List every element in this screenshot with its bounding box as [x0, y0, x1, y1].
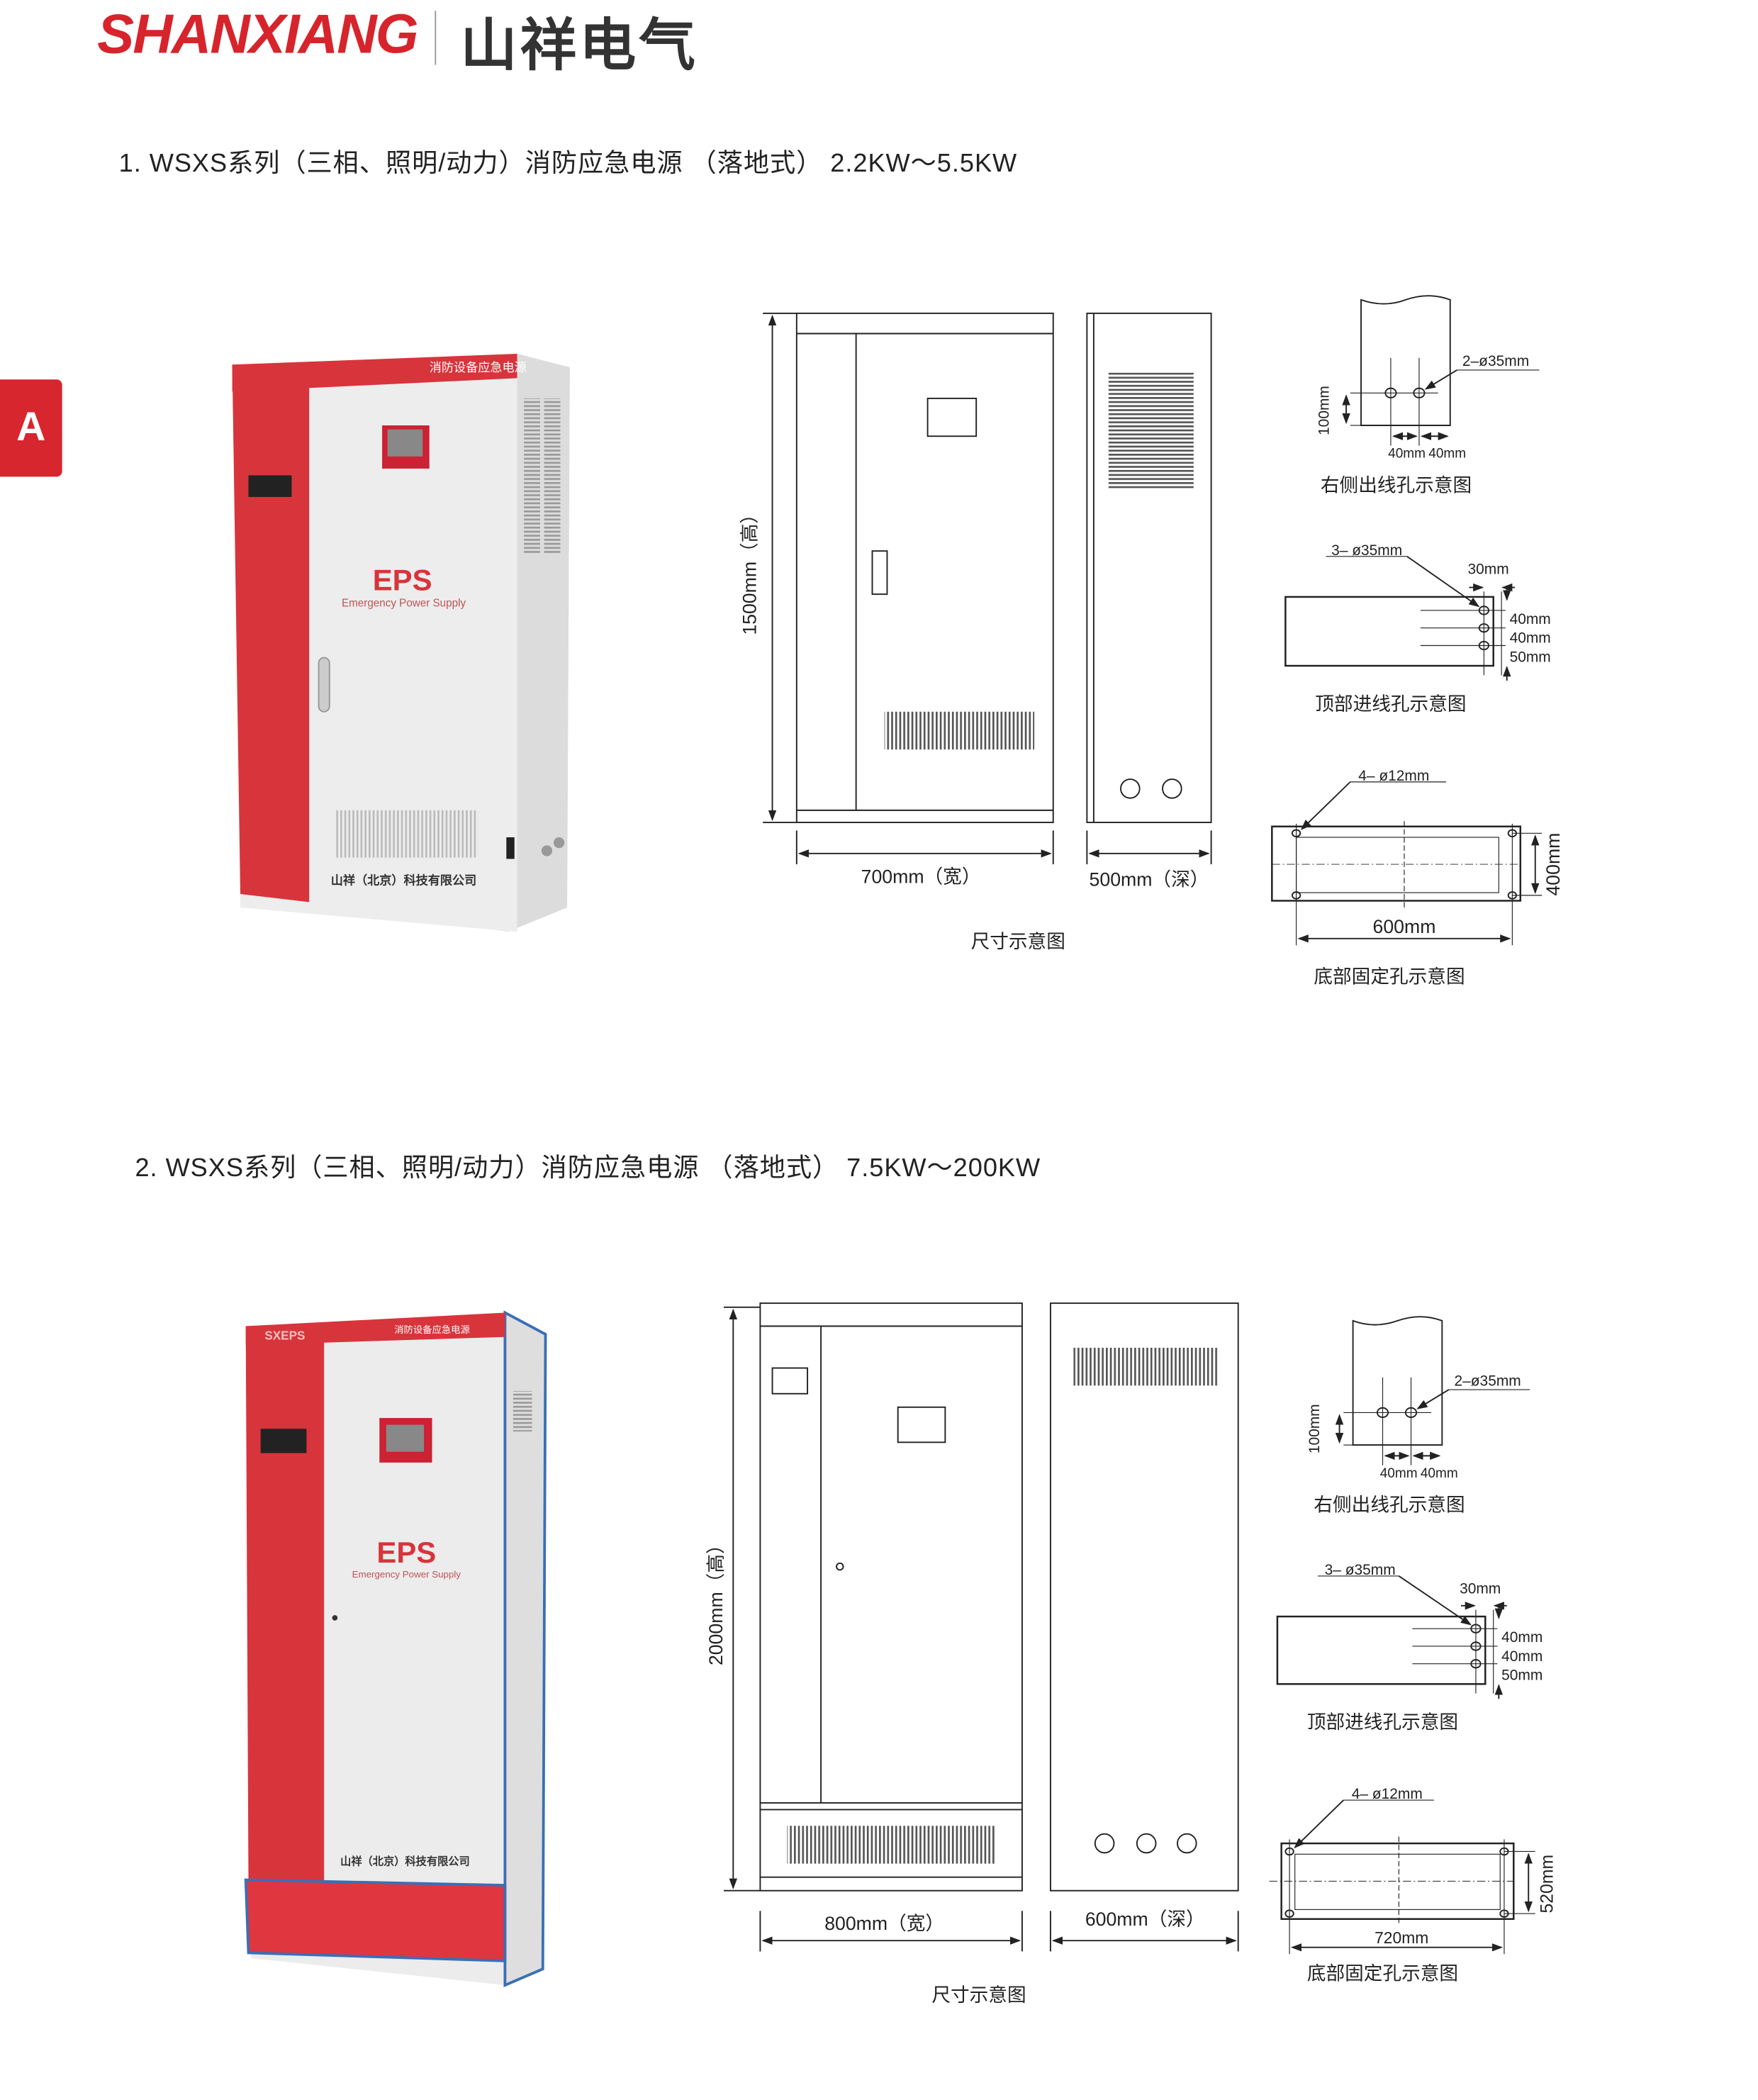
- brand-logo-cn: 山祥电气: [460, 13, 698, 77]
- side-outlet-2-spacing-1: 40mm: [1380, 1466, 1418, 1481]
- dimension-drawing-2: [723, 1302, 1239, 1952]
- brand-logo-en: SHANXIANG: [97, 2, 418, 65]
- base-diagram-2: [1269, 1799, 1535, 1955]
- dimension-drawing-1: [763, 312, 1212, 865]
- logo-divider: [435, 11, 437, 65]
- base-2-holes: 4– ø12mm: [1352, 1786, 1423, 1802]
- base-1-width: 600mm: [1373, 916, 1436, 937]
- side-outlet-2-holes: 2–ø35mm: [1454, 1373, 1521, 1389]
- side-outlet-diagram-1: [1342, 295, 1540, 446]
- dim-2-depth: 600mm（深）: [1085, 1909, 1205, 1930]
- dim-1-height: 1500mm（高）: [739, 505, 761, 635]
- top-inlet-diagram-2: [1276, 1575, 1507, 1699]
- dim-1-width: 700mm（宽）: [861, 866, 981, 888]
- cabinet-2-company: 山祥（北京）科技有限公司: [340, 1855, 470, 1868]
- top-inlet-1-s3: 50mm: [1510, 649, 1551, 665]
- top-inlet-1-caption: 顶部进线孔示意图: [1315, 693, 1466, 715]
- dim-2-height: 2000mm（高）: [705, 1535, 727, 1665]
- top-inlet-1-edge: 30mm: [1468, 562, 1509, 578]
- section-tab-a[interactable]: A: [0, 379, 62, 477]
- dim-1-depth: 500mm（深）: [1090, 869, 1209, 890]
- top-inlet-diagram-1: [1284, 555, 1516, 681]
- top-inlet-2-holes: 3– ø35mm: [1325, 1562, 1396, 1578]
- side-outlet-2-caption: 右侧出线孔示意图: [1314, 1494, 1465, 1515]
- top-inlet-2-s1: 40mm: [1501, 1629, 1543, 1646]
- cabinet-2-eps: EPS: [376, 1536, 436, 1569]
- top-inlet-2-edge: 30mm: [1460, 1581, 1501, 1597]
- dim-2-width: 800mm（宽）: [824, 1913, 944, 1934]
- base-2-caption: 底部固定孔示意图: [1307, 1962, 1458, 1984]
- top-inlet-1-holes: 3– ø35mm: [1331, 542, 1402, 559]
- side-outlet-2-spacing-2: 40mm: [1421, 1466, 1458, 1481]
- cabinet-photo-1: 消防设备应急电源 EPS Emergency Power Supply 山祥（北…: [232, 354, 570, 932]
- top-inlet-2-s3: 50mm: [1501, 1668, 1543, 1684]
- side-outlet-1-caption: 右侧出线孔示意图: [1321, 474, 1472, 496]
- side-outlet-1-offset: 100mm: [1316, 386, 1332, 435]
- base-diagram-1: [1271, 781, 1543, 946]
- side-outlet-1-spacing-2: 40mm: [1428, 447, 1466, 462]
- base-1-holes: 4– ø12mm: [1358, 768, 1429, 784]
- base-2-width: 720mm: [1375, 1928, 1428, 1947]
- side-outlet-diagram-2: [1335, 1316, 1530, 1465]
- top-inlet-2-s2: 40mm: [1501, 1648, 1543, 1665]
- cabinet-2-brand: SXEPS: [264, 1329, 305, 1343]
- cabinet-2-top-label: 消防设备应急电源: [394, 1324, 470, 1335]
- section-2-heading: 2. WSXS系列（三相、照明/动力）消防应急电源 （落地式） 7.5KW～20…: [135, 1154, 1041, 1183]
- top-inlet-2-caption: 顶部进线孔示意图: [1307, 1711, 1458, 1733]
- dim-1-caption: 尺寸示意图: [971, 931, 1065, 952]
- cabinet-photo-2: SXEPS 消防设备应急电源 EPS Emergency Power Suppl…: [244, 1310, 547, 1987]
- side-outlet-2-offset: 100mm: [1306, 1404, 1323, 1453]
- dim-2-caption: 尺寸示意图: [931, 1984, 1026, 2006]
- base-1-depth: 400mm: [1543, 833, 1564, 896]
- section-1-heading: 1. WSXS系列（三相、照明/动力）消防应急电源 （落地式） 2.2KW～5.…: [118, 150, 1018, 179]
- base-2-depth: 520mm: [1538, 1855, 1557, 1914]
- cabinet-1-eps-sub: Emergency Power Supply: [342, 597, 466, 609]
- cabinet-1-eps: EPS: [373, 563, 432, 596]
- cabinet-1-top-label: 消防设备应急电源: [430, 360, 527, 374]
- base-1-caption: 底部固定孔示意图: [1314, 966, 1465, 988]
- top-inlet-1-s2: 40mm: [1510, 630, 1551, 647]
- side-outlet-1-spacing-1: 40mm: [1388, 447, 1426, 462]
- top-inlet-1-s1: 40mm: [1510, 611, 1551, 627]
- cabinet-1-company: 山祥（北京）科技有限公司: [331, 873, 477, 888]
- side-outlet-1-holes: 2–ø35mm: [1462, 353, 1529, 369]
- cabinet-2-eps-sub: Emergency Power Supply: [352, 1569, 461, 1580]
